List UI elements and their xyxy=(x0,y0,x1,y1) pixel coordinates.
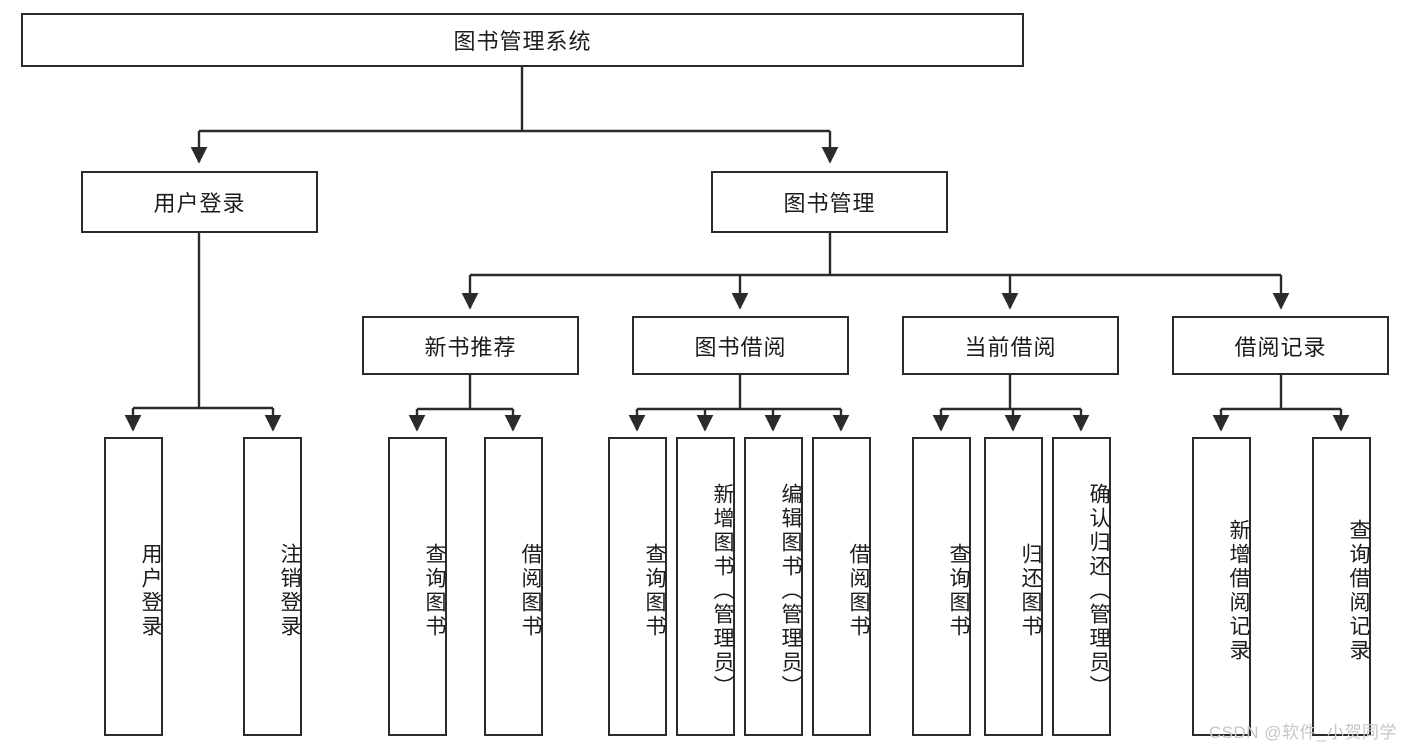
node-leaf-borrow-book-2[interactable]: 借阅图书 xyxy=(812,437,871,736)
node-new-book-rec[interactable]: 新书推荐 xyxy=(362,316,579,375)
node-leaf-query-record[interactable]: 查询借阅记录 xyxy=(1312,437,1371,736)
node-current-borrow[interactable]: 当前借阅 xyxy=(902,316,1119,375)
node-book-borrow-label: 图书借阅 xyxy=(694,334,787,360)
node-leaf-add-book-label: 新增图书（管理员） xyxy=(711,482,734,699)
node-user-login[interactable]: 用户登录 xyxy=(81,171,318,233)
node-leaf-edit-book-label: 编辑图书（管理员） xyxy=(779,482,802,699)
node-root[interactable]: 图书管理系统 xyxy=(21,13,1024,67)
node-leaf-query-book-2[interactable]: 查询图书 xyxy=(608,437,667,736)
node-leaf-borrow-book-2-label: 借阅图书 xyxy=(847,542,870,639)
node-new-book-rec-label: 新书推荐 xyxy=(424,334,517,360)
node-root-label: 图书管理系统 xyxy=(453,29,592,54)
node-leaf-query-book-1-label: 查询图书 xyxy=(423,542,446,639)
node-leaf-query-book-3-label: 查询图书 xyxy=(947,542,970,639)
node-borrow-record-label: 借阅记录 xyxy=(1234,334,1327,360)
node-leaf-logout-label: 注销登录 xyxy=(278,542,301,639)
node-leaf-edit-book[interactable]: 编辑图书（管理员） xyxy=(744,437,803,736)
node-leaf-logout[interactable]: 注销登录 xyxy=(243,437,302,736)
node-leaf-borrow-book-1[interactable]: 借阅图书 xyxy=(484,437,543,736)
node-leaf-return-book-label: 归还图书 xyxy=(1019,542,1042,639)
node-user-login-label: 用户登录 xyxy=(153,191,246,216)
node-leaf-return-book[interactable]: 归还图书 xyxy=(984,437,1043,736)
node-current-borrow-label: 当前借阅 xyxy=(964,334,1057,360)
node-book-mgmt-label: 图书管理 xyxy=(783,191,876,216)
node-leaf-query-record-label: 查询借阅记录 xyxy=(1347,518,1370,663)
node-leaf-user-login[interactable]: 用户登录 xyxy=(104,437,163,736)
node-leaf-user-login-label: 用户登录 xyxy=(139,542,162,639)
node-book-borrow[interactable]: 图书借阅 xyxy=(632,316,849,375)
csdn-watermark: CSDN @软件_小贺同学 xyxy=(1208,723,1397,742)
node-leaf-confirm-return[interactable]: 确认归还（管理员） xyxy=(1052,437,1111,736)
node-book-mgmt[interactable]: 图书管理 xyxy=(711,171,948,233)
node-leaf-query-book-1[interactable]: 查询图书 xyxy=(388,437,447,736)
node-leaf-add-record[interactable]: 新增借阅记录 xyxy=(1192,437,1251,736)
node-leaf-add-book[interactable]: 新增图书（管理员） xyxy=(676,437,735,736)
node-borrow-record[interactable]: 借阅记录 xyxy=(1172,316,1389,375)
node-leaf-add-record-label: 新增借阅记录 xyxy=(1227,518,1250,663)
node-leaf-query-book-2-label: 查询图书 xyxy=(643,542,666,639)
node-leaf-confirm-return-label: 确认归还（管理员） xyxy=(1087,482,1110,699)
node-leaf-borrow-book-1-label: 借阅图书 xyxy=(519,542,542,639)
node-leaf-query-book-3[interactable]: 查询图书 xyxy=(912,437,971,736)
